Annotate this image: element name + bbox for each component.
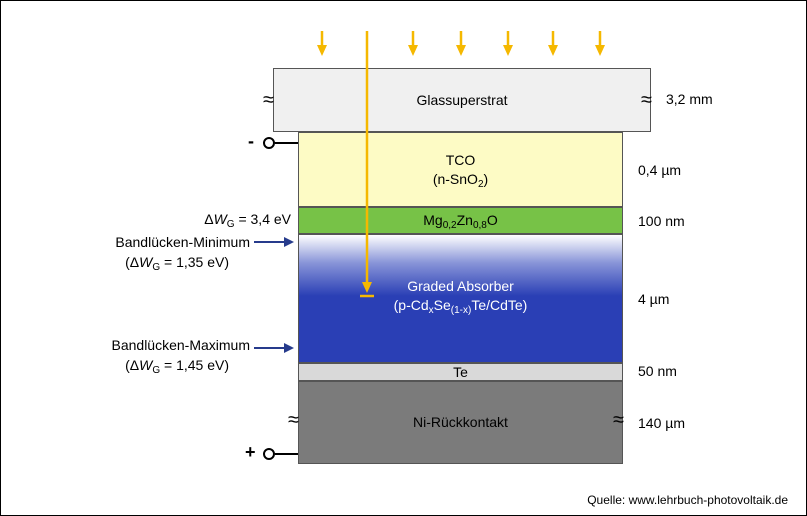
- te-label: Te: [453, 364, 468, 380]
- ni-back-contact-layer: Ni-Rückkontakt: [298, 381, 623, 464]
- contact-break-left-icon: ≈: [288, 409, 299, 431]
- absorber-label: Graded Absorber: [407, 277, 514, 294]
- te-thickness: 50 nm: [638, 363, 677, 379]
- sunlight-arrow-icon: [317, 31, 327, 56]
- sunlight-arrow-icon: [503, 31, 513, 56]
- absorber-thickness: 4 µm: [638, 291, 670, 307]
- contact-label: Ni-Rückkontakt: [413, 414, 508, 430]
- penetrating-light-ray: [360, 31, 374, 298]
- bandgap-minimum-value: (ΔWG = 1,35 eV): [125, 254, 229, 273]
- mgzno-layer: Mg0,2Zn0,8O: [298, 207, 623, 234]
- mgzno-formula: Mg0,2Zn0,8O: [423, 212, 498, 231]
- glass-break-right-icon: ≈: [641, 89, 652, 111]
- positive-terminal-label: +: [245, 442, 256, 462]
- glass-superstrate-layer: Glassuperstrat: [273, 68, 651, 132]
- mgzno-thickness: 100 nm: [638, 213, 685, 229]
- bandgap-maximum-title: Bandlücken-Maximum: [111, 337, 251, 353]
- glass-break-left-icon: ≈: [263, 89, 274, 111]
- bandgap-minimum-title: Bandlücken-Minimum: [115, 234, 250, 250]
- bandgap-top-label: ΔWG = 3,4 eV: [204, 211, 291, 230]
- glass-thickness: 3,2 mm: [666, 91, 713, 107]
- absorber-formula: (p-CdxSe(1-x)Te/CdTe): [393, 296, 528, 316]
- pointer-arrow-maximum: [254, 343, 294, 353]
- tco-formula: (n-SnO2): [432, 170, 489, 190]
- tco-layer: TCO (n-SnO2): [298, 132, 623, 207]
- bandgap-maximum-value: (ΔWG = 1,45 eV): [125, 357, 229, 376]
- glass-label: Glassuperstrat: [416, 91, 508, 108]
- negative-terminal: [263, 137, 298, 149]
- pointer-arrow-minimum: [254, 237, 294, 247]
- sunlight-arrow-icon: [595, 31, 605, 56]
- tco-thickness: 0,4 µm: [638, 162, 682, 178]
- tco-label: TCO: [445, 151, 476, 168]
- contact-break-right-icon: ≈: [613, 409, 624, 431]
- source-credit: Quelle: www.lehrbuch-photovoltaik.de: [587, 493, 788, 507]
- positive-terminal: [263, 448, 298, 460]
- te-layer: Te: [298, 363, 623, 381]
- negative-terminal-label: -: [248, 131, 254, 151]
- sunlight-arrow-icon: [408, 31, 418, 56]
- sunlight-arrow-icon: [548, 31, 558, 56]
- graded-absorber-layer: Graded Absorber (p-CdxSe(1-x)Te/CdTe): [298, 234, 623, 363]
- contact-thickness: 140 µm: [638, 415, 685, 431]
- sunlight-arrow-icon: [456, 31, 466, 56]
- sunlight-arrows: [317, 31, 605, 56]
